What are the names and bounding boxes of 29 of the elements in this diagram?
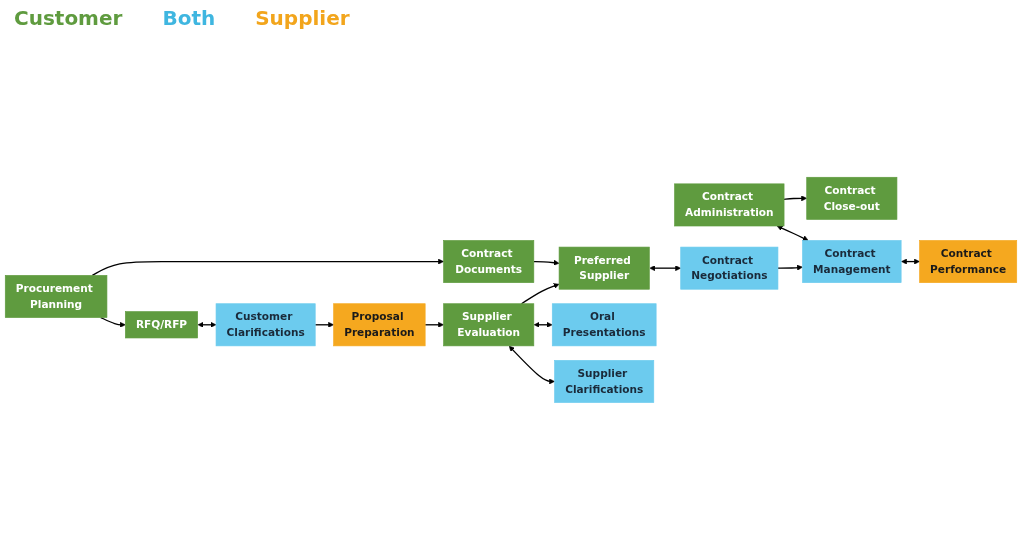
node-box: Oral Presentations [551, 303, 657, 346]
node-box: Contract Close-out [806, 176, 898, 220]
node-box: RFQ/RFP [125, 310, 198, 338]
node-box: Preferred Supplier [558, 246, 650, 290]
arrow [533, 321, 553, 328]
node-box: Contract Administration [674, 183, 785, 226]
node-box: Contract Documents [443, 239, 535, 283]
arrow [776, 225, 809, 241]
arrow [197, 321, 217, 328]
arrow [520, 282, 560, 304]
arrow [783, 195, 807, 201]
lane-label: Supplier [255, 6, 350, 30]
node-box: Procurement Planning [4, 274, 108, 318]
node-box: Contract Performance [919, 239, 1018, 283]
node-box: Contract Management [802, 239, 902, 283]
arrow [901, 258, 920, 265]
node-box: Contract Negotiations [680, 246, 779, 290]
arrow [533, 259, 560, 266]
node-box: Proposal Preparation [333, 303, 426, 346]
node-box: Customer Clarifications [215, 303, 316, 346]
arrow [777, 264, 803, 271]
arrow [100, 316, 126, 328]
node-box: Supplier Evaluation [443, 303, 535, 346]
lane-label: Customer [14, 6, 123, 30]
node-box: Supplier Clarifications [554, 359, 655, 403]
arrow [91, 258, 444, 276]
arrow [508, 345, 555, 384]
arrow [649, 264, 681, 271]
lane-label: Both [162, 6, 216, 30]
